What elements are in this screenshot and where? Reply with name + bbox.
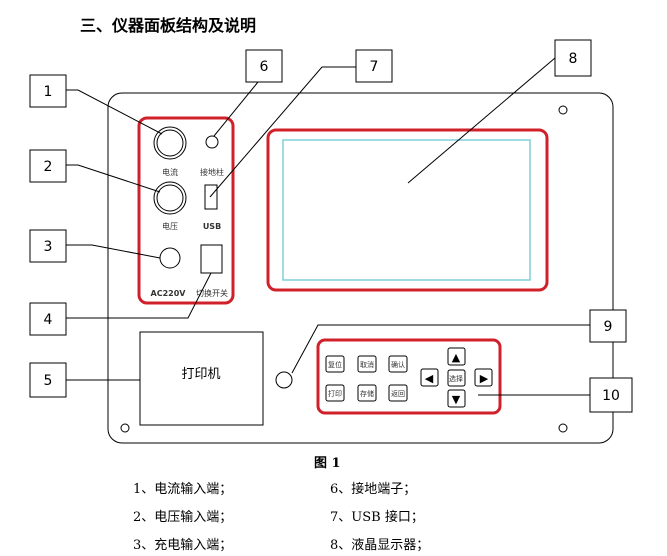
current-label: 电流: [162, 167, 178, 177]
key-back: [388, 384, 408, 402]
arrow-up-icon: ▲: [452, 351, 461, 364]
charge-input-port: [159, 247, 181, 269]
callout-4: 4: [44, 312, 53, 328]
key-cancel: [357, 355, 377, 373]
key-back-label: 返回: [391, 390, 405, 398]
key-up: [447, 347, 466, 366]
key-print: [325, 384, 345, 402]
key-confirm: [388, 355, 408, 373]
ground-label: 接地柱: [200, 167, 224, 177]
instrument-panel: [107, 92, 614, 444]
switch-label: 切换开关: [196, 288, 228, 298]
ac-label: AC220V: [151, 289, 187, 298]
callout-1: 1: [44, 84, 53, 100]
key-left: [420, 368, 439, 387]
callout-9: 9: [604, 319, 613, 335]
printer: [139, 331, 264, 426]
lcd-screen: [282, 139, 531, 281]
ground-terminal: [205, 135, 219, 149]
key-reset: [325, 355, 345, 373]
callout-3: 3: [44, 239, 53, 255]
legend-item: 7、USB 接口；: [330, 510, 424, 525]
callout-8: 8: [569, 51, 578, 67]
current-input-knob: [153, 126, 187, 160]
keypad-highlight: [316, 338, 502, 415]
callout-2: 2: [44, 159, 53, 175]
callout-10: 10: [602, 388, 620, 404]
key-store-label: 存储: [360, 389, 374, 398]
arrow-down-icon: ▼: [452, 393, 461, 406]
legend-item: 3、充电输入端；: [133, 538, 233, 553]
usb-label: USB: [203, 222, 221, 231]
key-right: [474, 368, 493, 387]
key-print-label: 打印: [328, 389, 342, 398]
screen-highlight: [266, 128, 549, 292]
screw-icon: [558, 423, 568, 433]
key-confirm-label: 确认: [391, 360, 405, 369]
legend-item: 6、接地端子；: [330, 482, 417, 497]
callout-6: 6: [260, 59, 269, 75]
callout-7: 7: [370, 59, 379, 75]
voltage-input-knob: [153, 181, 187, 215]
callout-5: 5: [44, 373, 53, 389]
section-title: 三、仪器面板结构及说明: [80, 16, 257, 35]
screw-icon: [558, 105, 568, 115]
key-cancel-label: 取消: [360, 360, 374, 369]
input-group-highlight: [137, 116, 235, 305]
arrow-left-icon: ◀: [425, 372, 434, 385]
key-store: [357, 384, 377, 402]
key-select-label: 选择: [449, 374, 463, 383]
key-down: [447, 389, 466, 408]
key-select: [447, 369, 466, 387]
arrow-right-icon: ▶: [480, 372, 489, 385]
toggle-switch: [200, 244, 223, 274]
voltage-label: 电压: [162, 221, 178, 231]
screw-icon: [120, 423, 130, 433]
indicator-light: [275, 371, 293, 389]
figure-caption: 图 1: [314, 456, 341, 471]
legend-item: 2、电压输入端；: [133, 510, 233, 525]
legend-item: 1、电流输入端；: [133, 482, 233, 497]
key-reset-label: 复位: [328, 360, 342, 369]
usb-port: [204, 184, 218, 210]
printer-label: 打印机: [181, 367, 220, 382]
legend-item: 8、液晶显示器；: [330, 538, 430, 553]
